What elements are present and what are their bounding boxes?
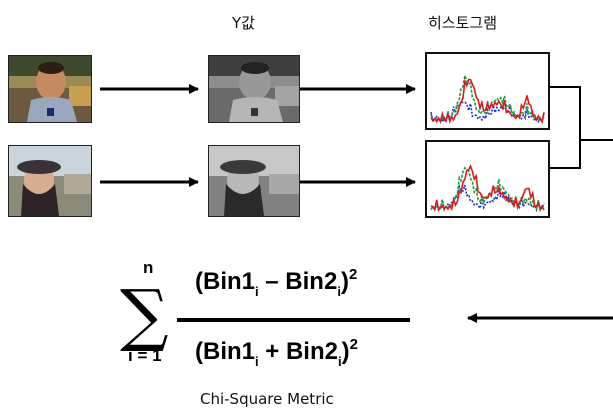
- histogram-red-curve: [430, 164, 545, 213]
- histogram-top: [425, 52, 550, 130]
- y-value-label: Y값: [232, 14, 255, 32]
- chi-square-caption: Chi-Square Metric: [200, 390, 334, 408]
- y-frame-woman: [208, 145, 300, 217]
- denominator: (Bin1i + Bin2i)2: [195, 336, 358, 369]
- histogram-blue-curve: [430, 100, 545, 124]
- histogram-merge-bracket: [550, 86, 581, 169]
- summation-lower-limit: i = 1: [128, 346, 162, 365]
- summation-sign: ∑: [120, 276, 169, 355]
- histogram-red-curve: [430, 78, 545, 125]
- numerator: (Bin1i – Bin2i)2: [195, 266, 358, 299]
- original-frame-woman: [8, 145, 92, 217]
- original-frame-man: [8, 55, 92, 123]
- y-frame-man: [208, 55, 300, 123]
- summation-upper-limit: n: [143, 258, 154, 277]
- histogram-bottom: [425, 140, 550, 218]
- histogram-label: 히스토그램: [428, 14, 498, 32]
